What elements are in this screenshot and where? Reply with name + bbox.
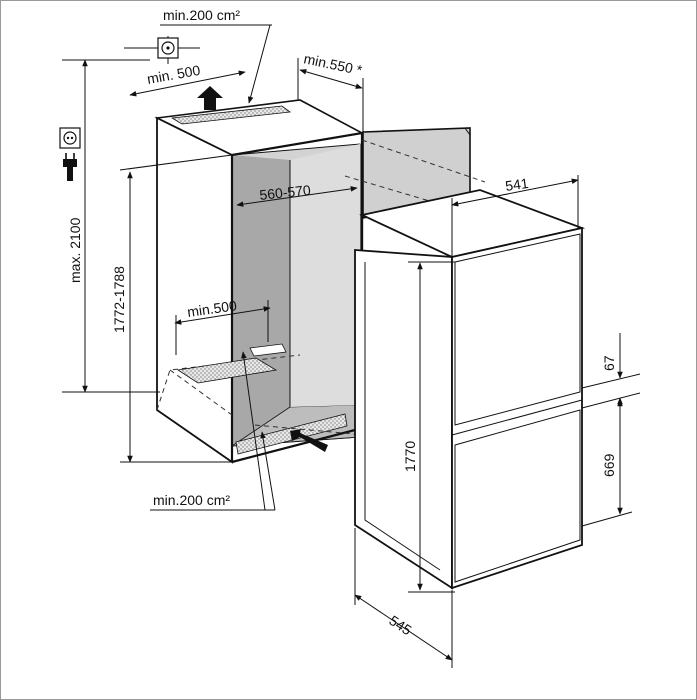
dim-67-label: 67 bbox=[601, 355, 617, 371]
dim-appliance-height: 1770 bbox=[402, 261, 455, 593]
door-clearance-label: min.550 * bbox=[302, 50, 364, 78]
niche-height-label: 1772-1788 bbox=[111, 266, 127, 333]
dim-669: 669 bbox=[581, 399, 633, 527]
appliance-width-label: 541 bbox=[504, 175, 530, 194]
ceiling-vent-crosshair-icon bbox=[124, 36, 200, 64]
top-vent-slot bbox=[170, 105, 292, 125]
dim-niche-width: 560-570 bbox=[236, 182, 358, 207]
upper-door bbox=[454, 233, 581, 426]
dim-vent-top: min.200 cm² bbox=[160, 7, 272, 104]
dim-67: 67 bbox=[581, 333, 641, 432]
appliance-side bbox=[354, 249, 453, 590]
dim-669-label: 669 bbox=[601, 453, 617, 477]
vent-bottom-label: min.200 cm² bbox=[153, 492, 230, 508]
lower-door bbox=[454, 409, 581, 583]
dim-vent-bottom: min.200 cm² bbox=[150, 351, 276, 511]
niche bbox=[154, 99, 365, 464]
vent-top-label: min.200 cm² bbox=[163, 7, 240, 23]
niche-width-label: 560-570 bbox=[259, 182, 312, 203]
max-height-label: max. 2100 bbox=[67, 217, 83, 283]
vent-up-arrow bbox=[197, 86, 223, 110]
niche-left-panel bbox=[156, 116, 233, 464]
vent-in-arrow bbox=[290, 429, 328, 452]
top-depth-label: min. 500 bbox=[146, 62, 202, 87]
appliance-depth-label: 545 bbox=[386, 612, 414, 638]
dim-niche-height: 1772-1788 bbox=[111, 154, 233, 463]
dim-top-depth: min. 500 bbox=[129, 62, 246, 97]
power-socket-icon bbox=[59, 127, 81, 149]
appliance bbox=[354, 189, 586, 590]
power-plug-icon bbox=[63, 153, 77, 181]
bottom-depth-label: min.500 bbox=[186, 297, 238, 320]
dim-appliance-width: 541 bbox=[451, 175, 579, 258]
dim-bottom-depth: min.500 bbox=[174, 297, 271, 355]
appliance-height-label: 1770 bbox=[402, 441, 418, 472]
dim-max-height: max. 2100 bbox=[62, 59, 160, 393]
